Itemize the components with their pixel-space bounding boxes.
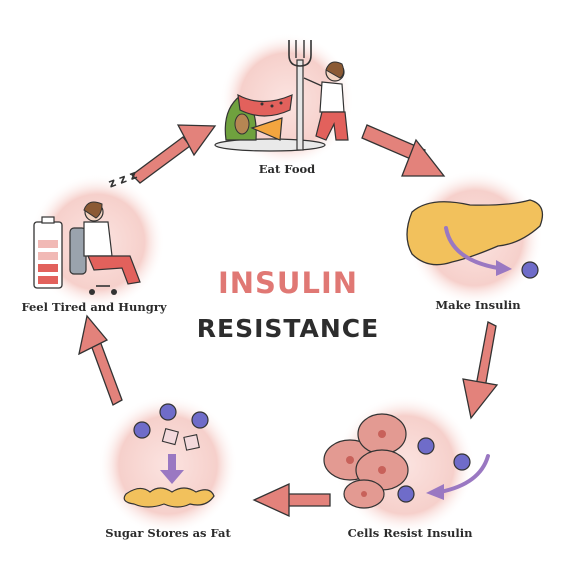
cycle-arrow-4 [78, 314, 123, 406]
step-label-make-insulin: Make Insulin [435, 298, 521, 312]
step-label-sugar-stores-fat: Sugar Stores as Fat [105, 526, 231, 540]
step-label-cells-resist-insulin: Cells Resist Insulin [347, 526, 473, 540]
food-illustration [214, 40, 349, 152]
cycle-arrow-3 [252, 482, 331, 518]
cycle-arrow-2 [462, 321, 499, 420]
pancreas-illustration [406, 199, 544, 279]
cells-illustration [323, 413, 490, 509]
step-label-eat-food: Eat Food [258, 162, 316, 176]
step-label-feel-tired-hungry: Feel Tired and Hungry [21, 300, 167, 314]
tired-person-illustration [33, 201, 141, 295]
cycle-arrow-5 [131, 124, 217, 184]
title-line-resistance: RESISTANCE [196, 314, 380, 343]
sugar-fat-illustration [123, 403, 215, 508]
title-line-insulin: INSULIN [217, 266, 359, 300]
cycle-arrow-1 [361, 124, 446, 177]
